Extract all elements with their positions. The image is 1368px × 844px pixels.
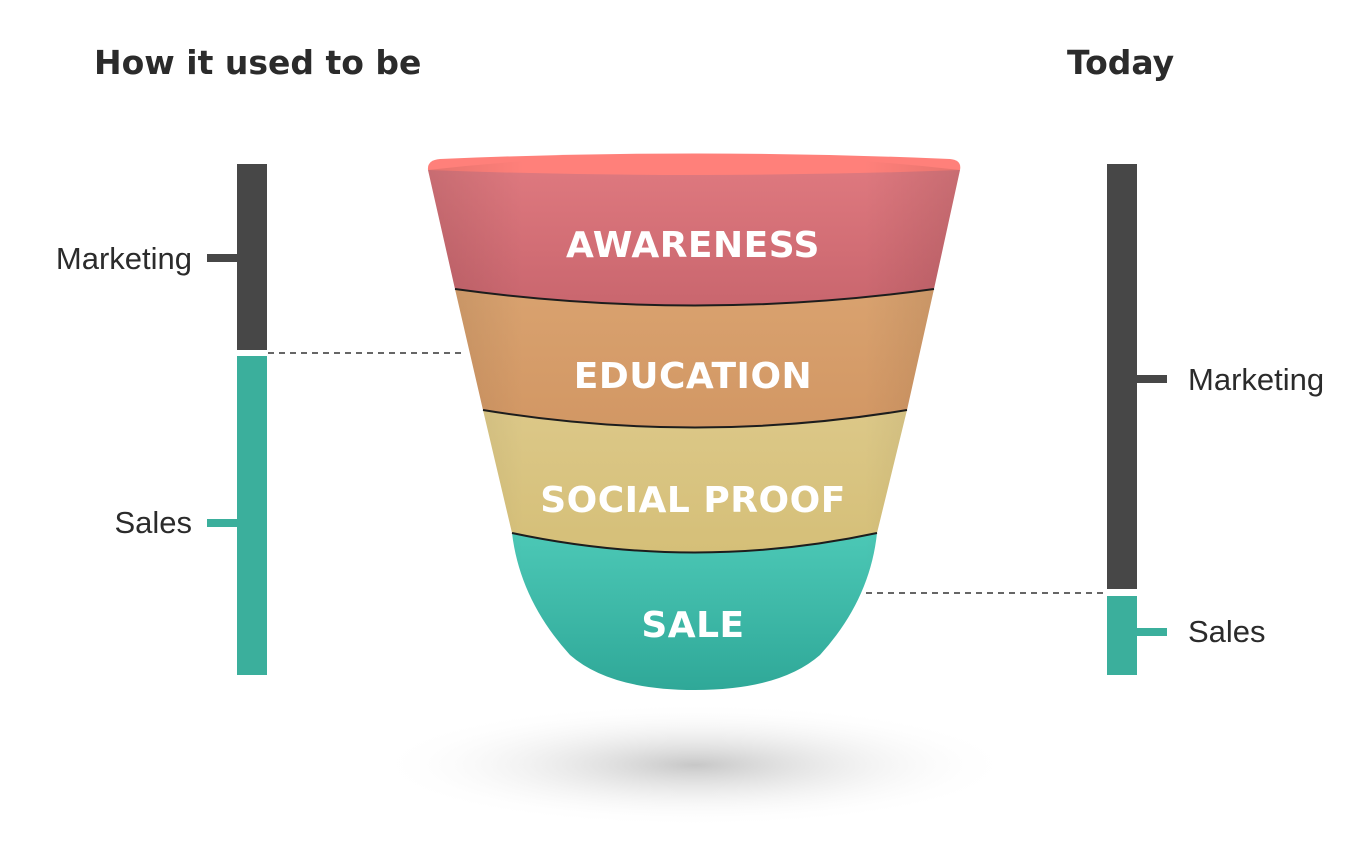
right-bar-sales-segment	[1107, 596, 1137, 675]
right-sales-tick	[1137, 628, 1167, 636]
right-marketing-tick	[1137, 375, 1167, 383]
funnel-shadow	[375, 703, 1015, 827]
left-bar-marketing-segment	[237, 164, 267, 350]
left-marketing-label: Marketing	[56, 241, 192, 276]
funnel-stage-awareness-label: AWARENESS	[566, 225, 820, 266]
funnel-stage-social-proof-label: SOCIAL PROOF	[540, 480, 846, 521]
left-marketing-tick	[207, 254, 237, 262]
funnel-divider-1	[454, 288, 935, 307]
heading-how-it-used-to-be: How it used to be	[94, 43, 422, 82]
funnel-stage-sale-label: SALE	[641, 605, 744, 646]
funnel-divider-2	[482, 409, 908, 429]
funnel-stage-education-label: EDUCATION	[574, 356, 812, 397]
right-sales-label: Sales	[1188, 614, 1266, 649]
right-marketing-label: Marketing	[1188, 362, 1324, 397]
left-sales-label: Sales	[114, 505, 192, 540]
left-sales-tick	[207, 519, 237, 527]
right-bar-marketing-segment	[1107, 164, 1137, 589]
funnel: AWARENESS EDUCATION SOCIAL PROOF SALE	[427, 153, 961, 690]
funnel-divider-3	[511, 532, 878, 554]
right-bar: Marketing Sales	[866, 164, 1324, 675]
left-bar-sales-segment	[237, 356, 267, 675]
left-bar: Marketing Sales	[56, 164, 462, 675]
heading-today: Today	[1067, 43, 1175, 82]
